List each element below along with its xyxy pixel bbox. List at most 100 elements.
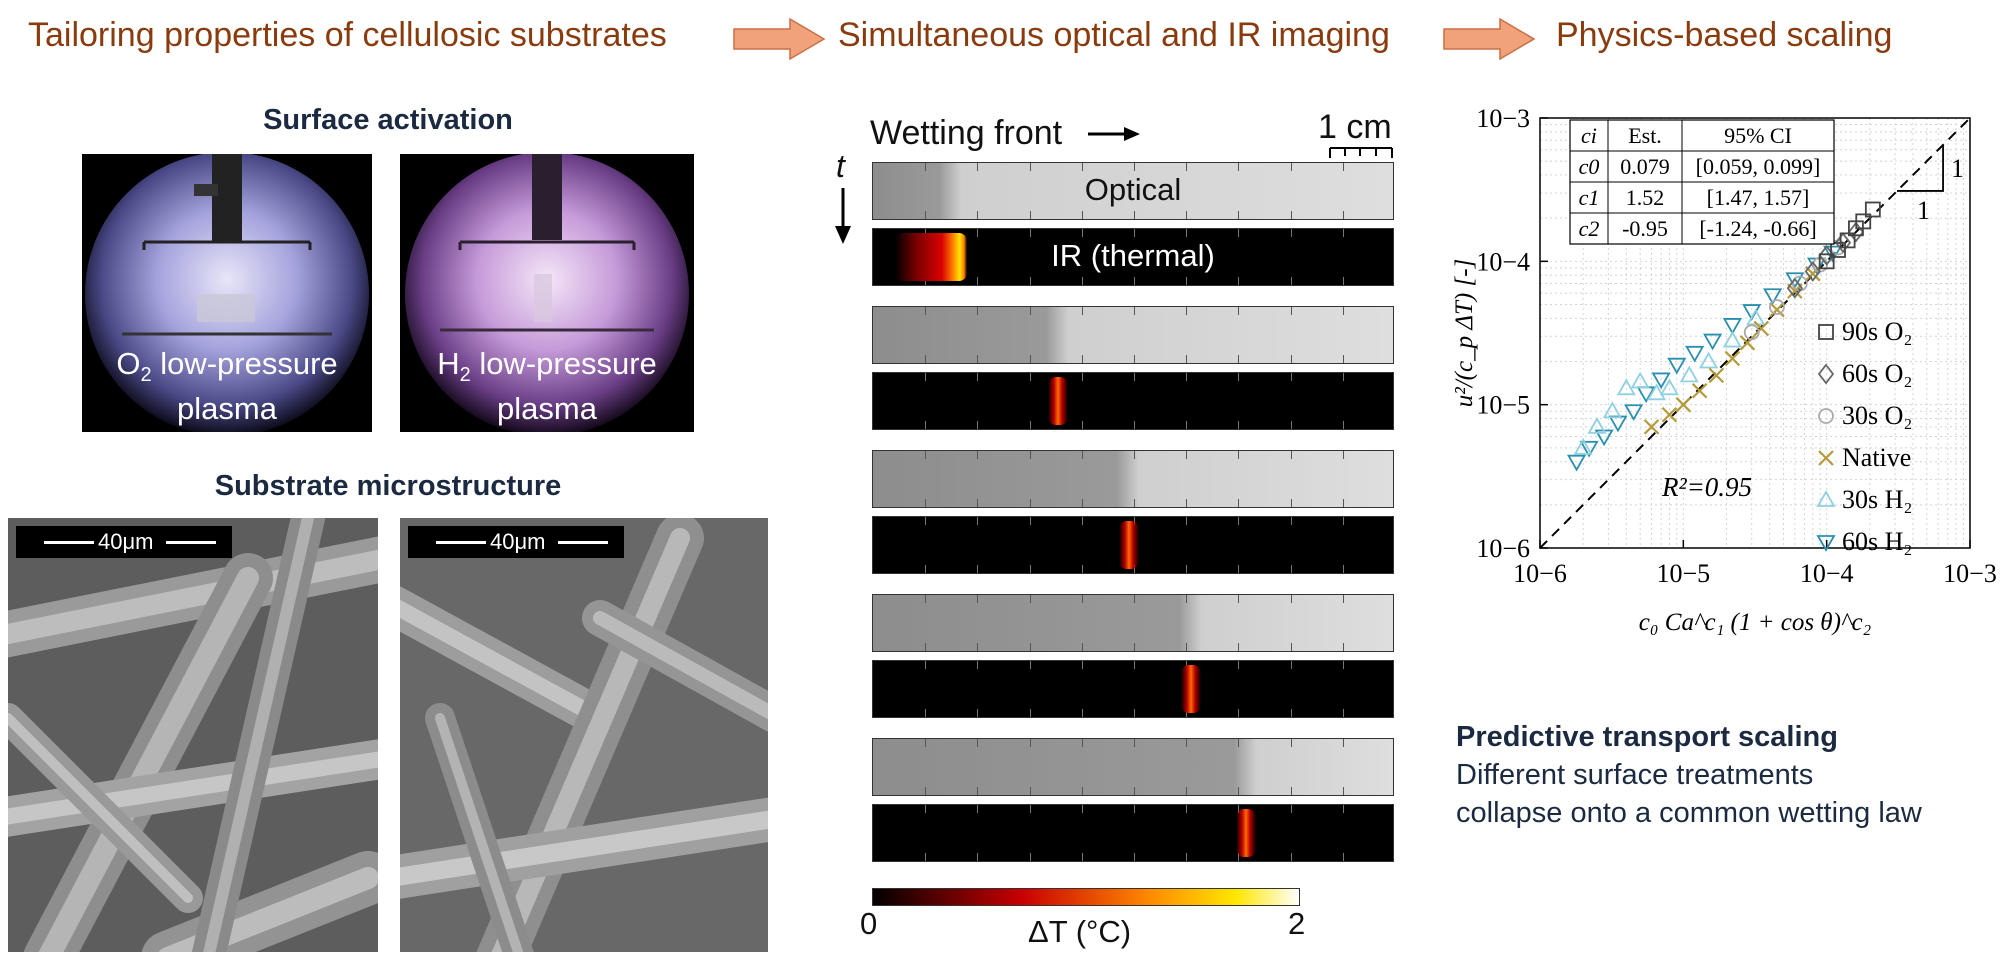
table-cell: c2	[1579, 216, 1600, 241]
legend-label: 60s O₂	[1842, 359, 1912, 388]
data-point	[1830, 242, 1846, 258]
caption-line2: collapse onto a common wetting law	[1456, 797, 1922, 829]
data-point	[1708, 367, 1725, 384]
ir-strip	[872, 660, 1394, 718]
arrow-down-icon	[835, 188, 851, 244]
table-cell: [0.059, 0.099]	[1696, 154, 1821, 179]
x-axis-label: c₀ Ca^c₁ (1 + cos θ)^c₂	[1639, 609, 1872, 636]
data-point	[1602, 401, 1622, 419]
microstructure-title: Substrate microstructure	[214, 470, 562, 502]
data-point	[1679, 365, 1699, 383]
thermal-front	[1048, 377, 1069, 425]
slope-label-horizontal: 1	[1917, 196, 1930, 225]
data-point	[1630, 371, 1650, 389]
data-point	[1818, 408, 1834, 424]
caption-line1: Different surface treatments	[1456, 759, 1814, 791]
slope-label-vertical: 1	[1951, 154, 1964, 183]
colorbar-max: 2	[1288, 906, 1306, 941]
ir-strip	[872, 516, 1394, 574]
x-tick-label: 10−3	[1943, 559, 1997, 588]
table-header-cell: ci	[1581, 123, 1597, 148]
data-point	[1573, 438, 1593, 455]
legend-label: 90s O₂	[1842, 317, 1912, 346]
photo-h2-label-line1: H2 low-pressure	[437, 345, 657, 386]
data-point	[1667, 357, 1687, 375]
data-point	[1608, 415, 1628, 433]
data-point	[1816, 535, 1836, 552]
thermal-front	[1181, 665, 1202, 713]
arrow-right-icon	[733, 17, 826, 61]
caption-block: Predictive transport scaling Different s…	[1456, 718, 1922, 832]
y-tick-label: 10−6	[1476, 534, 1530, 563]
ir-strip	[872, 372, 1394, 430]
x-tick-label: 10−5	[1656, 559, 1710, 588]
data-point	[1739, 335, 1756, 351]
data-point	[1769, 299, 1785, 315]
legend-label: 60s H₂	[1842, 527, 1912, 556]
optical-strip	[872, 738, 1394, 796]
data-point	[1722, 330, 1742, 348]
table-cell: c0	[1579, 154, 1600, 179]
data-point	[1834, 232, 1852, 254]
data-point	[1804, 260, 1821, 282]
surface-activation-title: Surface activation	[263, 104, 513, 136]
optical-label: Optical	[1084, 172, 1182, 207]
table-cell: 1.52	[1626, 185, 1665, 210]
data-point	[1818, 324, 1834, 340]
sem-image-left: 40μm	[8, 518, 378, 952]
data-point	[1624, 404, 1644, 422]
photo-o2-label-line2: plasma	[177, 391, 277, 426]
plasma-photo-o2: O2 low-pressure plasma	[82, 154, 372, 432]
header-step3: Physics-based scaling	[1556, 16, 1893, 54]
data-point	[1753, 320, 1770, 337]
table-header-cell: Est.	[1628, 123, 1662, 148]
x-tick-label: 10−4	[1800, 559, 1854, 588]
table-cell: -0.95	[1622, 216, 1668, 241]
length-scalebar	[1329, 147, 1393, 158]
colorbar	[872, 888, 1300, 906]
ir-label: IR (thermal)	[1051, 238, 1215, 273]
data-point	[1699, 351, 1719, 369]
data-point	[1763, 288, 1783, 306]
data-point	[1587, 417, 1607, 434]
data-point	[1579, 440, 1599, 458]
caption-title: Predictive transport scaling	[1456, 721, 1838, 753]
data-point	[1855, 213, 1872, 230]
sem-image-right: 40μm	[400, 518, 768, 952]
optical-strip	[872, 306, 1394, 364]
r-squared-annotation: R²=0.95	[1661, 472, 1752, 502]
data-point	[1675, 396, 1692, 413]
optical-strip: Optical	[872, 162, 1394, 220]
thermal-front	[1236, 809, 1257, 857]
table-cell: [1.47, 1.57]	[1707, 185, 1810, 210]
legend-label: 30s O₂	[1842, 401, 1912, 430]
optical-strip	[872, 450, 1394, 508]
data-point	[1769, 301, 1785, 318]
sem-scalebar-right: 40μm	[408, 526, 624, 558]
y-tick-label: 10−4	[1476, 247, 1530, 276]
data-point	[1816, 490, 1836, 507]
wetting-front-label: Wetting front	[870, 114, 1063, 152]
data-point	[1643, 419, 1660, 435]
data-point	[1691, 382, 1708, 399]
plasma-photo-h2: H2 low-pressure plasma	[400, 154, 694, 432]
data-point	[1743, 324, 1760, 341]
data-point	[1786, 277, 1804, 299]
thermal-front	[895, 233, 968, 281]
thermal-front	[1118, 521, 1139, 569]
data-point	[1703, 333, 1723, 351]
y-tick-label: 10−5	[1476, 391, 1530, 420]
colorbar-label: ΔT (°C)	[1028, 914, 1132, 949]
legend-label: Native	[1842, 443, 1911, 472]
ir-strip: IR (thermal)	[872, 228, 1394, 286]
length-scale-label: 1 cm	[1318, 108, 1392, 146]
optical-strip	[872, 594, 1394, 652]
data-point	[1817, 363, 1835, 385]
data-point	[1722, 318, 1742, 335]
legend-label: 30s H₂	[1842, 485, 1912, 514]
y-tick-label: 10−3	[1476, 104, 1530, 133]
header-step2: Simultaneous optical and IR imaging	[838, 16, 1390, 54]
data-point	[1864, 201, 1881, 218]
table-header-cell: 95% CI	[1724, 123, 1792, 148]
